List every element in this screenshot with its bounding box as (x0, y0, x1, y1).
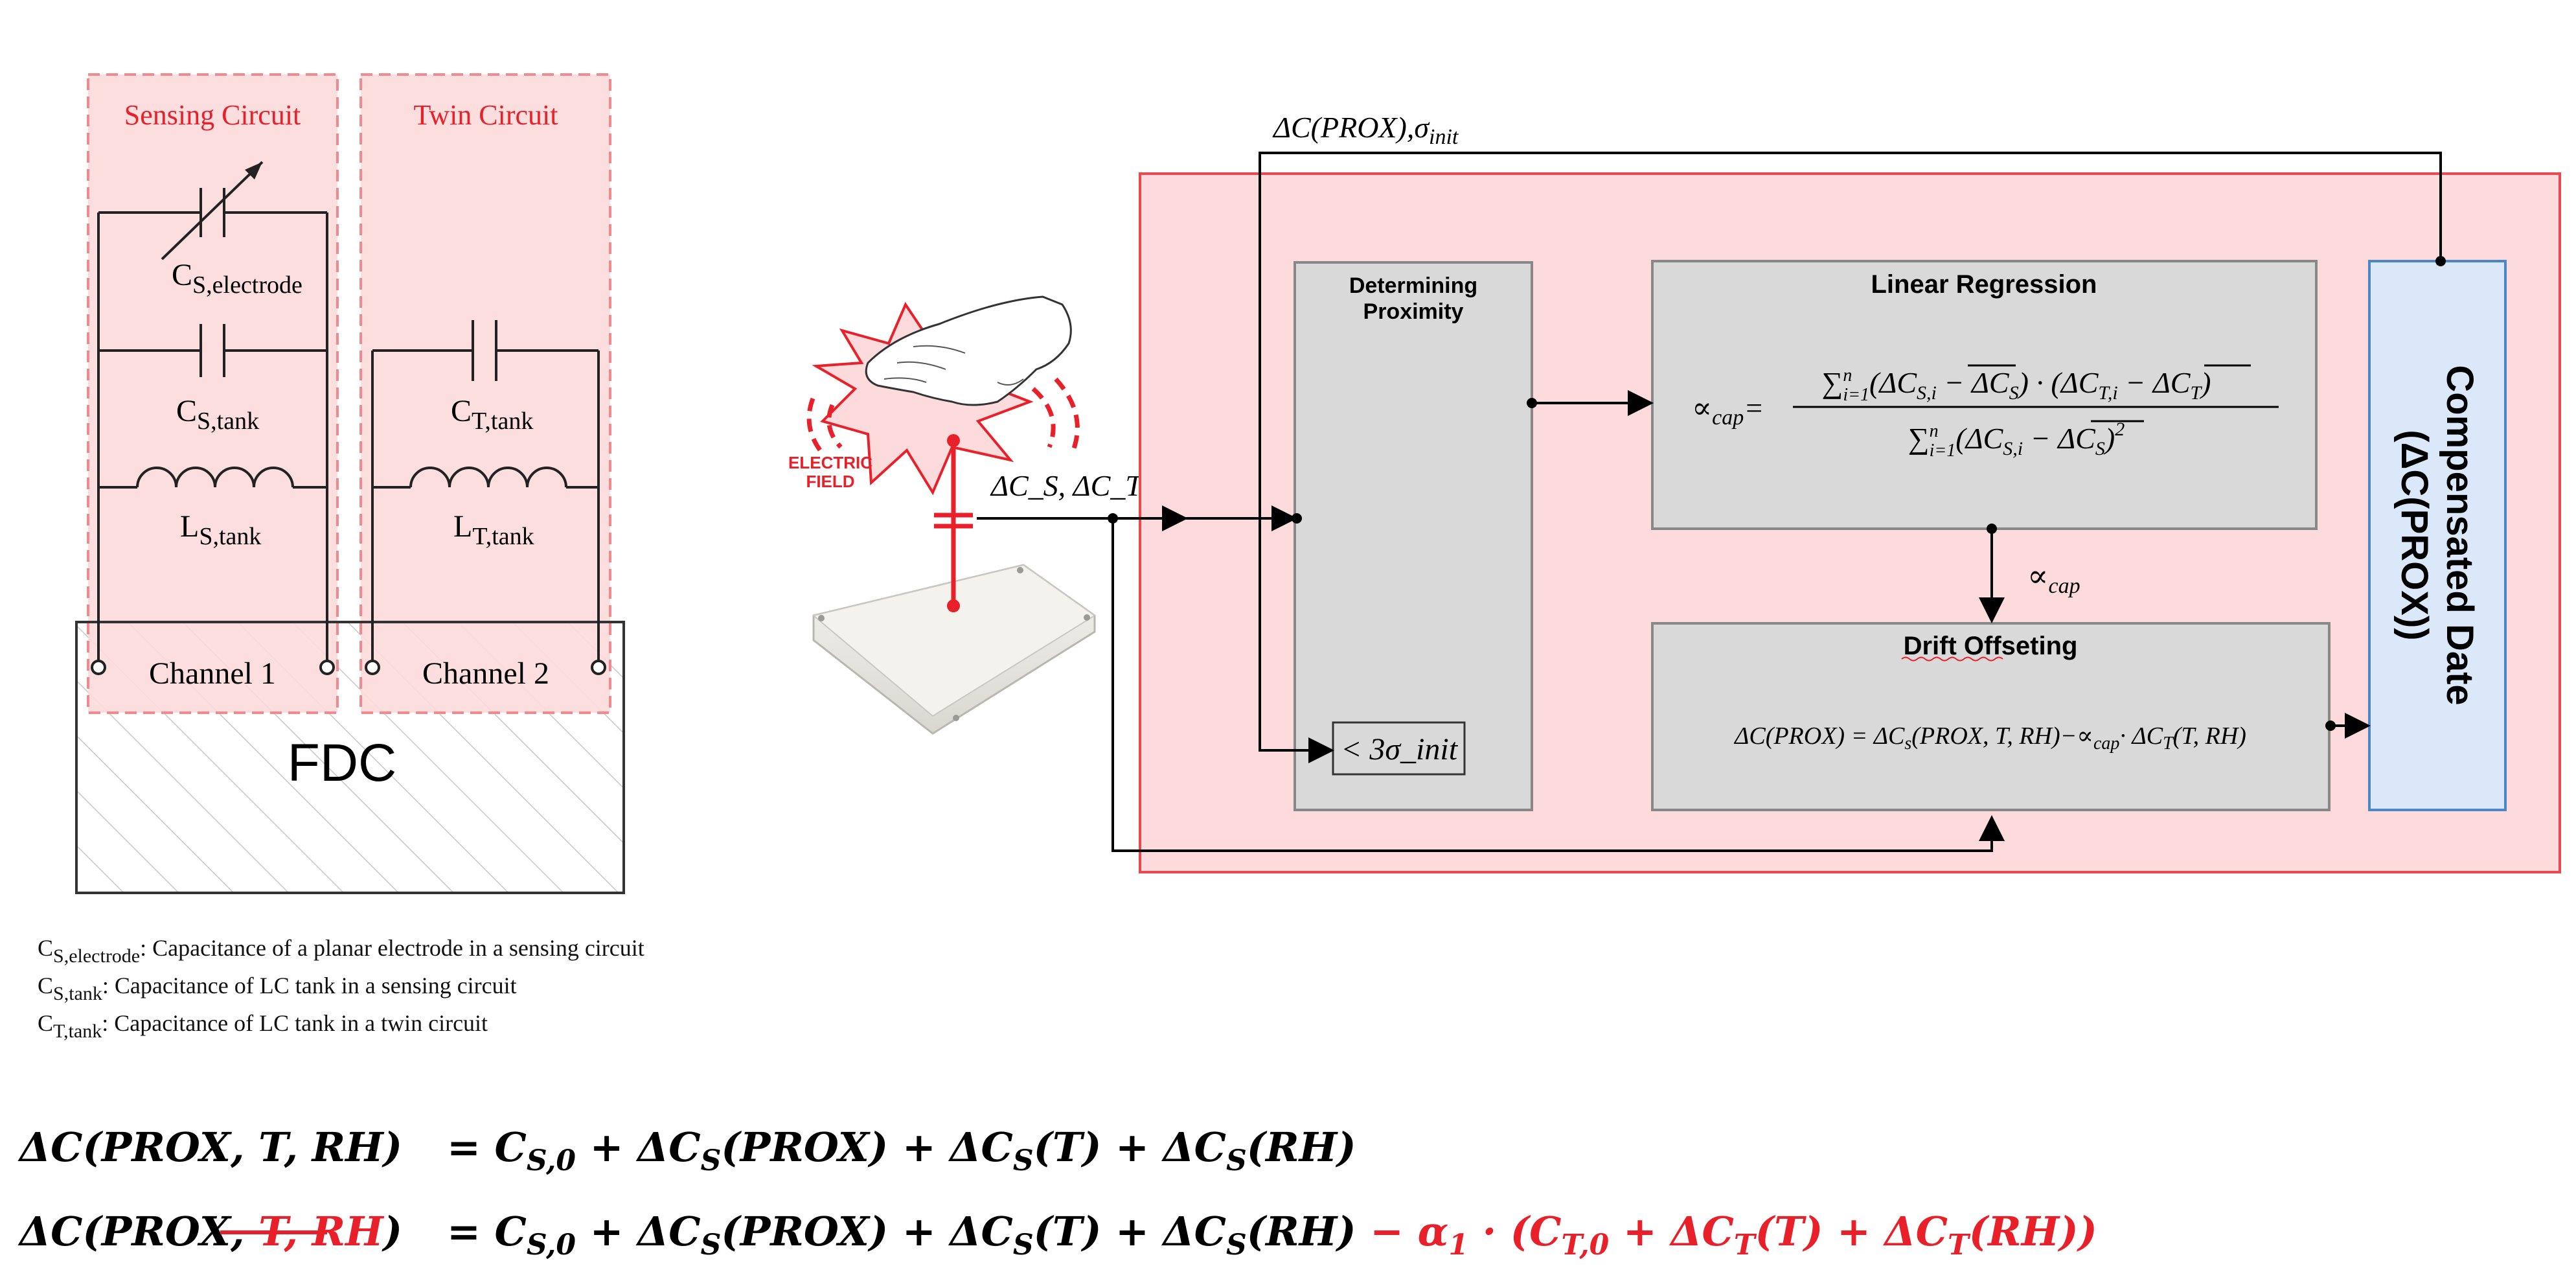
compensated-data-box (2368, 260, 2507, 811)
drift-offseting-title: Drift Offseting (1904, 632, 2078, 660)
equation-2-left: ΔC(PROX, T, RH) (17, 1208, 402, 1255)
field-label-line1: ELECTRIC (788, 453, 872, 472)
drift-offseting-box (1651, 622, 2331, 811)
field-label-line2: FIELD (806, 472, 854, 491)
compensated-title-line1: Compensated Date (2439, 365, 2481, 705)
equation-1-right: = CS,0 + ΔCS(PROX) + ΔCS(T) + ΔCS(RH) (447, 1124, 1356, 1177)
ls-tank-label: LS,tank (180, 509, 261, 550)
field-arcs (806, 377, 1080, 456)
linear-regression-title: Linear Regression (1871, 270, 2097, 299)
symbol-legend: CS,electrode: Capacitance of a planar el… (38, 935, 644, 1042)
signal-label: ΔC_S, ΔC_T (990, 469, 1144, 502)
fdc-label: FDC (288, 733, 397, 792)
ct-tank-label: CT,tank (451, 394, 533, 435)
equation-2-right: = CS,0 + ΔCS(PROX) + ΔCS(T) + ΔCS(RH) − … (447, 1208, 2097, 1262)
connector-junctions (1108, 256, 2446, 731)
channel1-label: Channel 1 (149, 656, 276, 691)
equation-1-left: ΔC(PROX, T, RH) (17, 1124, 402, 1171)
sensing-circuit-title: Sensing Circuit (124, 99, 301, 131)
legend-item-0: CS,electrode: Capacitance of a planar el… (38, 935, 644, 967)
sensor-illustration: ELECTRIC FIELD ΔC_S, ΔC_T (788, 295, 1144, 735)
cs-tank-label: CS,tank (176, 394, 259, 435)
linear-regression-box (1651, 260, 2318, 530)
drift-formula: ΔC(PROX) = ΔCs(PROX, T, RH)−∝cap· ΔCT(T,… (1733, 722, 2246, 754)
sensing-wiring (97, 161, 328, 666)
channel2-label: Channel 2 (422, 656, 549, 691)
compensated-title-line2: (ΔC(PROX)) (2393, 430, 2435, 640)
lt-tank-label: LT,tank (453, 509, 534, 550)
twin-circuit-panel (359, 73, 611, 714)
hand-icon (865, 295, 1072, 406)
twin-wiring (371, 320, 600, 666)
flow-connectors (977, 152, 2442, 852)
bottom-equations: ΔC(PROX, T, RH) = CS,0 + ΔCS(PROX) + ΔCS… (17, 1124, 2097, 1262)
threshold-label: < 3σ_init (1341, 732, 1459, 767)
circuit-diagram: Sensing Circuit Twin Circuit (75, 73, 625, 894)
determining-proximity-box (1294, 261, 1533, 811)
determining-title-line1: Determining (1349, 273, 1477, 298)
legend-item-1: CS,tank: Capacitance of LC tank in a sen… (38, 973, 517, 1004)
feedback-label: ΔC(PROX),σinit (1272, 111, 1459, 149)
sensing-circuit-panel (87, 73, 339, 714)
terminals (91, 660, 606, 675)
legend-item-2: CT,tank: Capacitance of LC tank in a twi… (38, 1010, 488, 1042)
twin-circuit-title: Twin Circuit (413, 99, 558, 131)
cs-electrode-label: CS,electrode (172, 258, 302, 299)
processing-flow: Determining Proximity < 3σ_init Linear R… (977, 111, 2561, 873)
determining-title-line2: Proximity (1363, 299, 1464, 324)
